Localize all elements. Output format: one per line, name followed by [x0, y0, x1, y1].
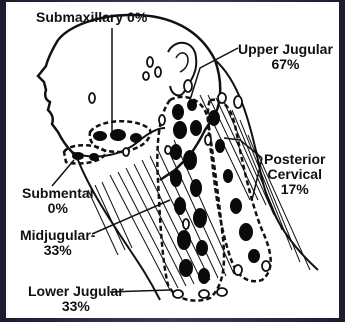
ear-inner [176, 53, 188, 72]
submental-pct: 0% [22, 201, 94, 216]
submaxillary-label-text: Submaxillary 0% [36, 10, 147, 25]
submental-label: Submental 0% [22, 186, 94, 216]
positive-lymph-nodes [72, 99, 260, 284]
lower-jugular-name: Lower Jugular [28, 284, 124, 299]
posterior-cervical-line2: Cervical [264, 167, 325, 182]
submental-name: Submental [22, 186, 94, 201]
midjugular-name: Midjugular- [20, 228, 95, 243]
nose-lips-chin-outline [38, 40, 78, 160]
upper-jugular-name: Upper Jugular [238, 42, 333, 57]
upper-jugular-pct: 67% [238, 57, 333, 72]
lower-jugular-pct: 33% [28, 299, 124, 314]
submental-region [64, 145, 106, 163]
posterior-cervical-pct: 17% [264, 182, 325, 197]
upper-jugular-label: Upper Jugular 67% [238, 42, 333, 72]
posterior-cervical-line1: Posterior [264, 152, 325, 167]
submental-leader [52, 160, 74, 186]
posterior-cervical-label: Posterior Cervical 17% [264, 152, 325, 197]
submaxillary-label: Submaxillary 0% [36, 10, 147, 25]
midjugular-leader [92, 200, 170, 234]
midjugular-pct: 33% [20, 243, 95, 258]
lower-jugular-label: Lower Jugular 33% [28, 284, 124, 314]
midjugular-label: Midjugular- 33% [20, 228, 95, 258]
